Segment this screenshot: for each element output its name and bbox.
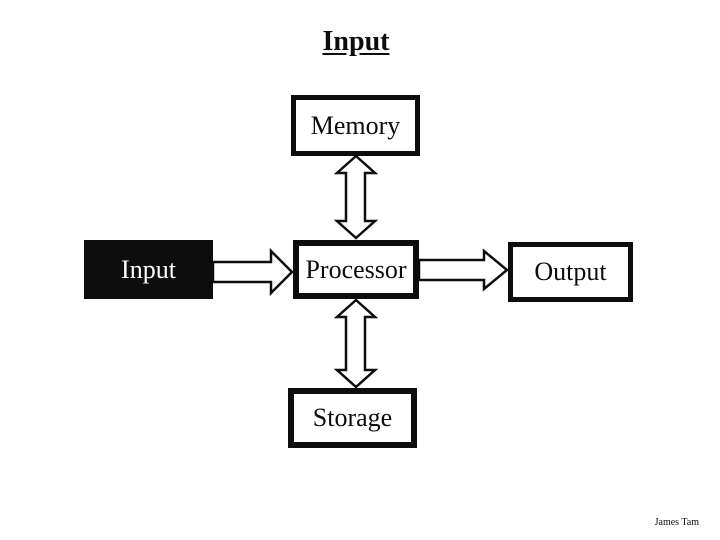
node-processor: Processor bbox=[293, 240, 419, 299]
node-memory: Memory bbox=[291, 95, 420, 156]
processor-storage-arrow-icon bbox=[333, 298, 379, 389]
node-memory-label: Memory bbox=[310, 110, 401, 140]
node-output-label: Output bbox=[534, 257, 607, 286]
author-credit: James Tam bbox=[654, 517, 699, 528]
node-storage-label: Storage bbox=[312, 403, 393, 432]
node-storage: Storage bbox=[288, 388, 417, 448]
node-processor-label: Processor bbox=[305, 254, 407, 284]
memory-processor-arrow-icon bbox=[333, 154, 379, 240]
processor-output-arrow-icon bbox=[417, 248, 509, 292]
input-processor-arrow-icon bbox=[211, 247, 294, 297]
slide-title: Input bbox=[322, 26, 390, 57]
node-output: Output bbox=[508, 242, 633, 302]
node-input-label: Input bbox=[121, 254, 176, 284]
node-input: Input bbox=[84, 240, 213, 299]
